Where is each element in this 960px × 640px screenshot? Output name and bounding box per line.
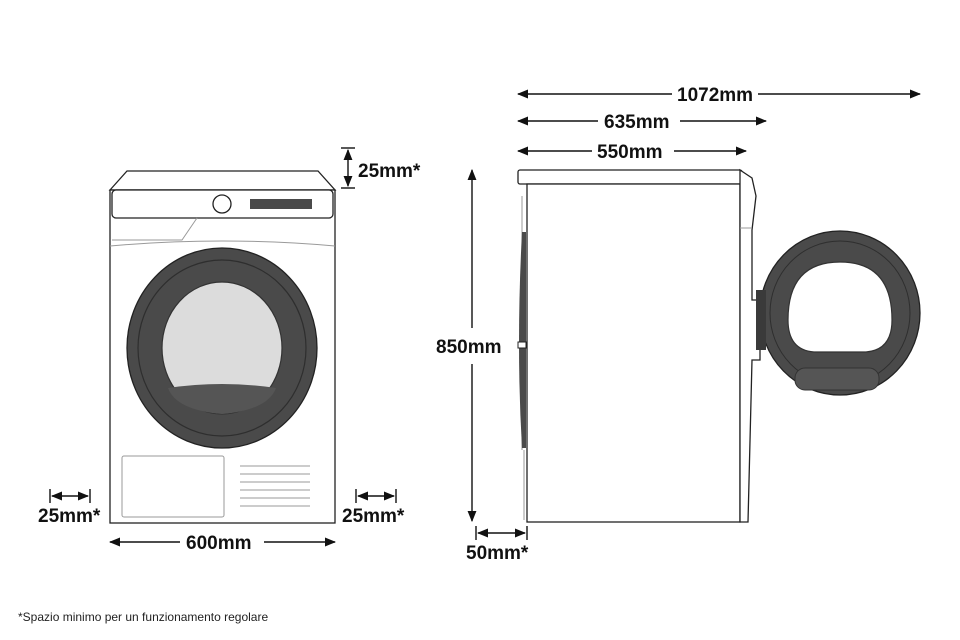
program-knob-icon <box>212 194 232 214</box>
open-door-glass <box>787 261 893 353</box>
back-clearance-label: 50mm* <box>466 543 529 564</box>
depth-door-open-label: 1072mm <box>677 85 753 106</box>
side-dimension-lines <box>467 89 922 540</box>
top-clearance-label: 25mm* <box>358 161 421 182</box>
depth-with-door-label: 635mm <box>604 112 670 133</box>
front-view <box>108 170 337 524</box>
side-view <box>517 168 921 523</box>
front-dimension-lines <box>49 147 397 547</box>
display-panel <box>250 199 312 209</box>
footnote: *Spazio minimo per un funzionamento rego… <box>18 610 269 624</box>
filter-panel <box>121 455 225 518</box>
left-clearance-label: 25mm* <box>38 506 101 527</box>
vent-grille <box>240 465 310 507</box>
depth-body-label: 550mm <box>597 142 663 163</box>
right-clearance-label: 25mm* <box>342 506 405 527</box>
height-label: 850mm <box>436 337 502 358</box>
width-label: 600mm <box>186 533 252 554</box>
